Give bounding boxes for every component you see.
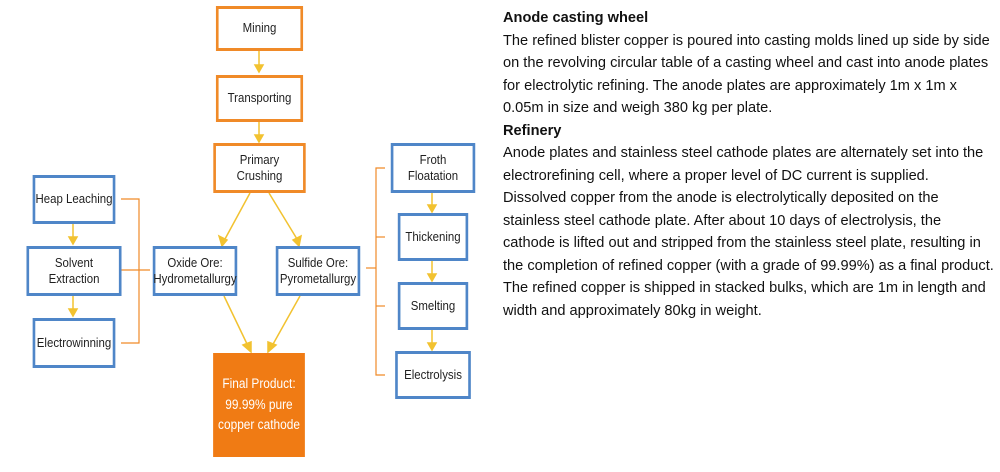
smelting-label: Smelting xyxy=(410,297,456,313)
final-product-box: Final Product: 99.99% pure copper cathod… xyxy=(213,353,305,457)
oxide-ore-method: Hydrometallurgy xyxy=(153,271,237,286)
arrowhead xyxy=(253,134,265,144)
arrowhead xyxy=(426,273,438,283)
right-bracket xyxy=(375,167,385,376)
final-product-name: copper cathode xyxy=(218,417,300,433)
arrow-crushing-oxide xyxy=(224,192,251,240)
transporting-label: Transporting xyxy=(227,90,292,106)
arrowhead xyxy=(67,236,79,246)
anode-casting-body: The refined blister copper is poured int… xyxy=(503,32,990,117)
process-description: Anode casting wheel The refined blister … xyxy=(503,7,995,322)
arrowhead xyxy=(217,234,229,248)
transporting-box: Transporting xyxy=(215,75,304,122)
mining-box: Mining xyxy=(215,6,304,51)
arrowhead xyxy=(241,340,252,354)
thickening-label: Thickening xyxy=(405,228,461,244)
heap-leaching-box: Heap Leaching xyxy=(32,175,116,224)
arrowhead xyxy=(426,204,438,214)
oxide-ore-title: Oxide Ore: xyxy=(167,254,223,270)
anode-casting-heading: Anode casting wheel xyxy=(503,10,649,26)
solvent-extraction-label: Solvent Extraction xyxy=(48,254,100,286)
oxide-ore-box: Oxide Ore: Hydrometallurgy xyxy=(152,246,238,296)
primary-crushing-label: Primary Crushing xyxy=(236,151,283,183)
thickening-box: Thickening xyxy=(397,213,469,261)
flowchart-connectors xyxy=(67,51,438,376)
final-product-purity: 99.99% pure xyxy=(225,396,293,412)
arrowhead xyxy=(253,64,265,74)
final-product-title: Final Product: xyxy=(222,375,296,391)
electrowinning-box: Electrowinning xyxy=(32,318,116,368)
primary-crushing-box: Primary Crushing xyxy=(213,143,306,193)
arrowhead xyxy=(426,342,438,352)
mining-label: Mining xyxy=(242,20,277,36)
heap-leaching-label: Heap Leaching xyxy=(35,191,113,207)
sulfide-ore-title: Sulfide Ore: xyxy=(287,254,349,270)
electrolysis-label: Electrolysis xyxy=(404,366,462,382)
arrowhead xyxy=(67,308,79,318)
sulfide-ore-box: Sulfide Ore: Pyrometallurgy xyxy=(275,246,361,296)
sulfide-ore-method: Pyrometallurgy xyxy=(279,271,357,286)
left-bracket xyxy=(121,198,140,344)
arrow-crushing-sulfide xyxy=(268,192,298,240)
froth-floatation-box: Froth Floatation xyxy=(390,143,476,193)
smelting-box: Smelting xyxy=(397,282,469,330)
refinery-body: Anode plates and stainless steel cathode… xyxy=(503,145,994,319)
arrow-sulfide-final xyxy=(271,295,301,347)
refinery-heading: Refinery xyxy=(503,122,562,139)
solvent-extraction-box: Solvent Extraction xyxy=(26,246,122,296)
electrowinning-label: Electrowinning xyxy=(36,334,112,350)
froth-floatation-label: Froth Floatation xyxy=(407,151,459,183)
arrowhead xyxy=(267,340,278,354)
arrowhead xyxy=(291,234,303,248)
electrolysis-box: Electrolysis xyxy=(395,351,471,399)
arrow-oxide-final xyxy=(223,295,249,347)
copper-process-flowchart: Mining Transporting Primary Crushing Oxi… xyxy=(0,0,490,472)
